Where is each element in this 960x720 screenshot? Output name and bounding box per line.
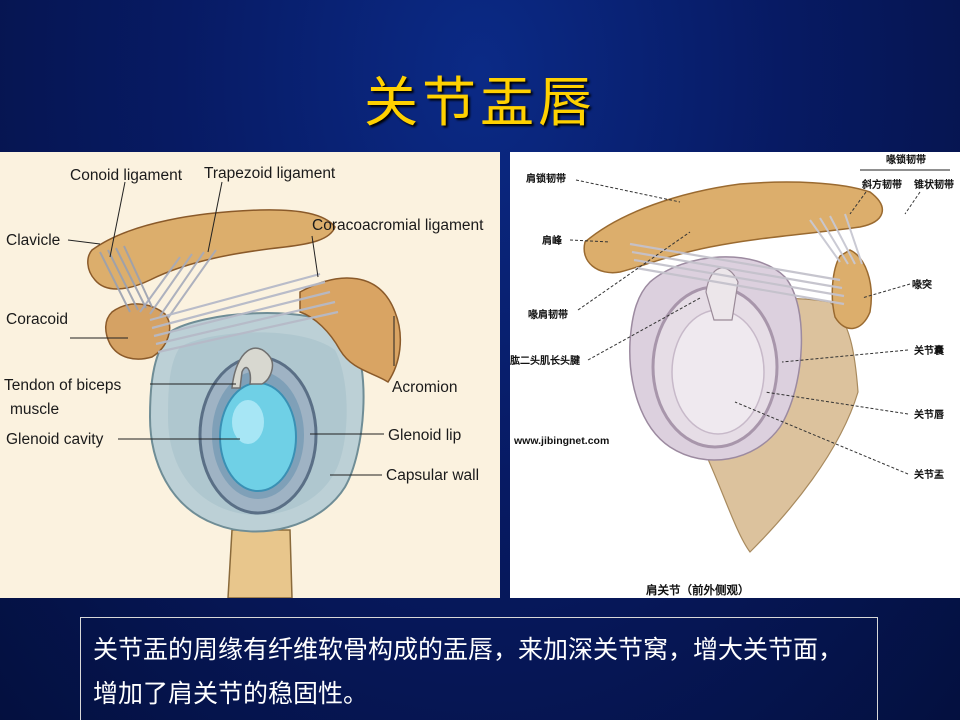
slide-caption-text: 关节盂的周缘有纤维软骨构成的盂唇，来加深关节窝，增大关节面，增加了肩关节的稳固性… xyxy=(93,635,844,708)
label-tendon-biceps-line1: Tendon of biceps xyxy=(4,377,121,394)
label-coracoclavicular-ligament: 喙锁韧带 xyxy=(886,153,926,166)
glenoid-shape xyxy=(671,309,765,435)
scapula-neck xyxy=(227,529,293,598)
biceps-tendon-shape xyxy=(231,347,274,389)
clavicle-shape xyxy=(87,209,336,290)
label-joint-labrum-cn: 关节唇 xyxy=(914,408,945,421)
label-acromion-cn: 肩峰 xyxy=(542,234,563,247)
label-trapezoid-ligament-cn: 斜方韧带 xyxy=(861,178,902,191)
label-coracoacromial-ligament-cn: 喙肩韧带 xyxy=(528,308,568,321)
left-anatomy-illustration: Conoid ligament Trapezoid ligament Clavi… xyxy=(0,152,500,598)
label-clavicle: Clavicle xyxy=(6,232,60,249)
coracoacromial-ligament-shape xyxy=(149,272,339,354)
label-conoid-ligament-cn: 锥状韧带 xyxy=(914,178,954,191)
label-glenoid-cavity: Glenoid cavity xyxy=(6,431,104,448)
right-anatomy-illustration: 喙锁韧带 肩锁韧带 斜方韧带 锥状韧带 肩峰 喙突 喙肩韧带 关节囊 肱二头肌长… xyxy=(510,152,960,598)
right-figure-caption: 肩关节（前外侧观） xyxy=(646,583,750,597)
label-joint-capsule-cn: 关节囊 xyxy=(914,344,945,357)
label-coracoid: Coracoid xyxy=(6,311,68,328)
slide-title: 关节盂唇 xyxy=(364,71,596,134)
label-biceps-long-head-cn: 肱二头肌长头腱 xyxy=(510,354,581,367)
label-coracoid-cn: 喙突 xyxy=(912,278,932,291)
label-glenoid-cn: 关节盂 xyxy=(914,468,944,481)
label-acromioclavicular-ligament: 肩锁韧带 xyxy=(526,172,566,185)
label-capsular-wall: Capsular wall xyxy=(386,467,479,484)
label-acromion: Acromion xyxy=(392,379,457,396)
conoid-ligament-shape xyxy=(99,245,153,313)
watermark-text: www.jibingnet.com xyxy=(513,435,609,447)
coracoid-shape xyxy=(105,303,171,360)
slide-caption-box: 关节盂的周缘有纤维软骨构成的盂唇，来加深关节窝，增大关节面，增加了肩关节的稳固性… xyxy=(80,617,878,720)
label-conoid-ligament: Conoid ligament xyxy=(70,167,183,184)
coracoid-process-shape xyxy=(831,249,872,330)
trapezoid-ligament-shape xyxy=(139,249,217,319)
label-coracoacromial-ligament: Coracoacromial ligament xyxy=(312,217,484,234)
label-glenoid-lip: Glenoid lip xyxy=(388,427,461,444)
coracoclavicular-ligament-shape xyxy=(809,213,863,265)
label-tendon-biceps-line2: muscle xyxy=(10,401,59,418)
label-trapezoid-ligament: Trapezoid ligament xyxy=(204,165,336,182)
